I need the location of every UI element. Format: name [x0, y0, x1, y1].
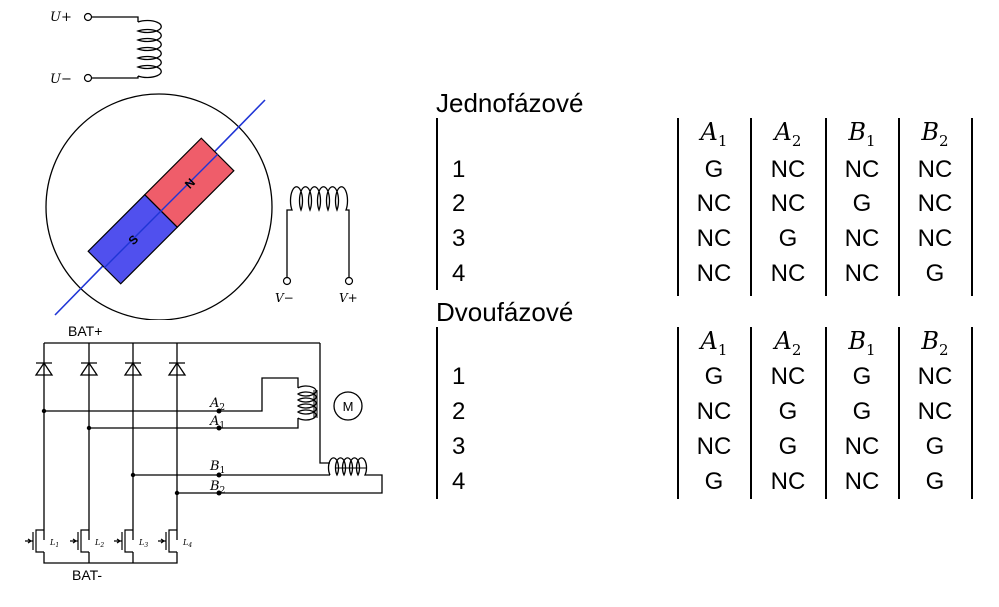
- bat-minus-label: BAT-: [72, 567, 102, 583]
- table-single-phase-cell: NC: [844, 260, 880, 287]
- table-single-phase-cell: NC: [696, 260, 732, 287]
- table-single-phase-cell: G: [852, 190, 872, 217]
- table-single-phase-step: 1: [452, 156, 466, 183]
- transistor-3-label: L3: [138, 538, 148, 549]
- table-two-phase-header-b1: B1: [848, 327, 876, 359]
- table-two-phase-cell: G: [852, 398, 872, 425]
- diode-2: [79, 361, 99, 376]
- table-single-phase-step: 4: [452, 260, 466, 287]
- column-2: [79, 343, 99, 540]
- transistor-4-label: L4: [182, 538, 192, 549]
- table-single-phase-header-a1: A1: [700, 118, 728, 150]
- terminal-v-minus: [282, 276, 292, 286]
- node-a2-label: A2: [209, 396, 225, 413]
- phase-wiring: [44, 343, 383, 494]
- table-two-phase-step: 2: [452, 398, 466, 425]
- table-two-phase-cell: NC: [844, 433, 880, 460]
- rotor-magnet: N S: [87, 137, 235, 285]
- transistor-4: [158, 529, 177, 553]
- table-two-phase-step: 1: [452, 363, 466, 390]
- terminal-u-minus-label: U−: [50, 72, 72, 87]
- table-two-phase-step: 3: [452, 433, 466, 460]
- node-a1-label: A1: [209, 414, 225, 431]
- table-single-phase-bracket: [436, 118, 438, 290]
- node-b1-label: B1: [209, 459, 225, 476]
- table-two-phase-cell: G: [778, 433, 798, 460]
- table-two-phase-header-a2: A2: [774, 327, 802, 359]
- table-single-phase-cell: NC: [770, 156, 806, 183]
- diode-3: [123, 361, 143, 376]
- table-single-phase-cell: NC: [917, 225, 953, 252]
- column-1: [34, 343, 54, 540]
- table-single-phase-cell: NC: [770, 260, 806, 287]
- terminal-u-plus-label: U+: [50, 10, 72, 25]
- table-two-phase-cell: NC: [696, 433, 732, 460]
- terminal-v-plus: [344, 276, 354, 286]
- node-b2-label: B2: [209, 479, 225, 496]
- terminal-v-plus-label: V+: [339, 291, 358, 305]
- coil-top: [92, 16, 162, 79]
- table-two-phase-cell: NC: [917, 398, 953, 425]
- coil-right: [286, 186, 350, 277]
- table-single-phase-cell: NC: [696, 225, 732, 252]
- stepper-motor-diagram: U+ U− N S V− V+: [45, 10, 358, 320]
- table-single-phase-header-b1: B1: [848, 118, 876, 150]
- table-two-phase-cell: NC: [770, 468, 806, 495]
- table-single-phase-cell: NC: [917, 156, 953, 183]
- motor-symbol: [333, 391, 363, 421]
- table-two-phase-step: 4: [452, 468, 466, 495]
- terminal-v-minus-label: V−: [275, 291, 294, 305]
- diode-4: [167, 361, 187, 376]
- table-two-phase-title: Dvoufázové: [436, 297, 574, 327]
- bat-plus-label: BAT+: [68, 323, 102, 339]
- table-single-phase-step: 2: [452, 190, 466, 217]
- terminal-u-minus: [83, 73, 93, 83]
- coil-a: [296, 385, 317, 421]
- transistor-1: [25, 529, 44, 553]
- table-two-phase-cell: G: [704, 363, 724, 390]
- motor-label: M: [343, 399, 354, 414]
- table-two-phase-cell: NC: [696, 398, 732, 425]
- table-single-phase-header-a2: A2: [774, 118, 802, 150]
- table-two-phase-cell: G: [852, 363, 872, 390]
- table-single-phase-cell: NC: [696, 190, 732, 217]
- transistor-1-label: L1: [49, 538, 59, 549]
- driver-circuit-diagram: BAT+: [25, 323, 383, 583]
- table-single-phase-cell: NC: [844, 156, 880, 183]
- table-two-phase-header-b2: B2: [921, 327, 949, 359]
- table-single-phase-cell: G: [925, 260, 945, 287]
- table-single-phase-cell: NC: [770, 190, 806, 217]
- transistor-2-label: L2: [94, 538, 104, 549]
- diode-1: [34, 361, 54, 376]
- table-two-phase-cell: NC: [844, 468, 880, 495]
- stator-ring: [45, 93, 273, 320]
- transistor-3: [114, 529, 133, 553]
- column-4: [167, 343, 187, 540]
- table-single-phase-cell: NC: [844, 225, 880, 252]
- table-single-phase-title: Jednofázové: [436, 88, 584, 118]
- transistor-2: [70, 529, 89, 553]
- coil-b: [327, 457, 372, 477]
- table-single-phase-cell: G: [704, 156, 724, 183]
- table-two-phase-cell: G: [704, 468, 724, 495]
- table-two-phase-cell: G: [778, 398, 798, 425]
- table-single-phase-cell: G: [778, 225, 798, 252]
- table-two-phase-bracket: [436, 327, 438, 499]
- table-two-phase-cell: G: [925, 468, 945, 495]
- table-two-phase-header-a1: A1: [700, 327, 728, 359]
- table-two-phase-cell: NC: [770, 363, 806, 390]
- table-single-phase-step: 3: [452, 225, 466, 252]
- table-single-phase-header-b2: B2: [921, 118, 949, 150]
- table-single-phase-cell: NC: [917, 190, 953, 217]
- column-3: [123, 343, 143, 540]
- table-two-phase-cell: G: [925, 433, 945, 460]
- terminal-u-plus: [83, 12, 93, 22]
- table-two-phase-cell: NC: [917, 363, 953, 390]
